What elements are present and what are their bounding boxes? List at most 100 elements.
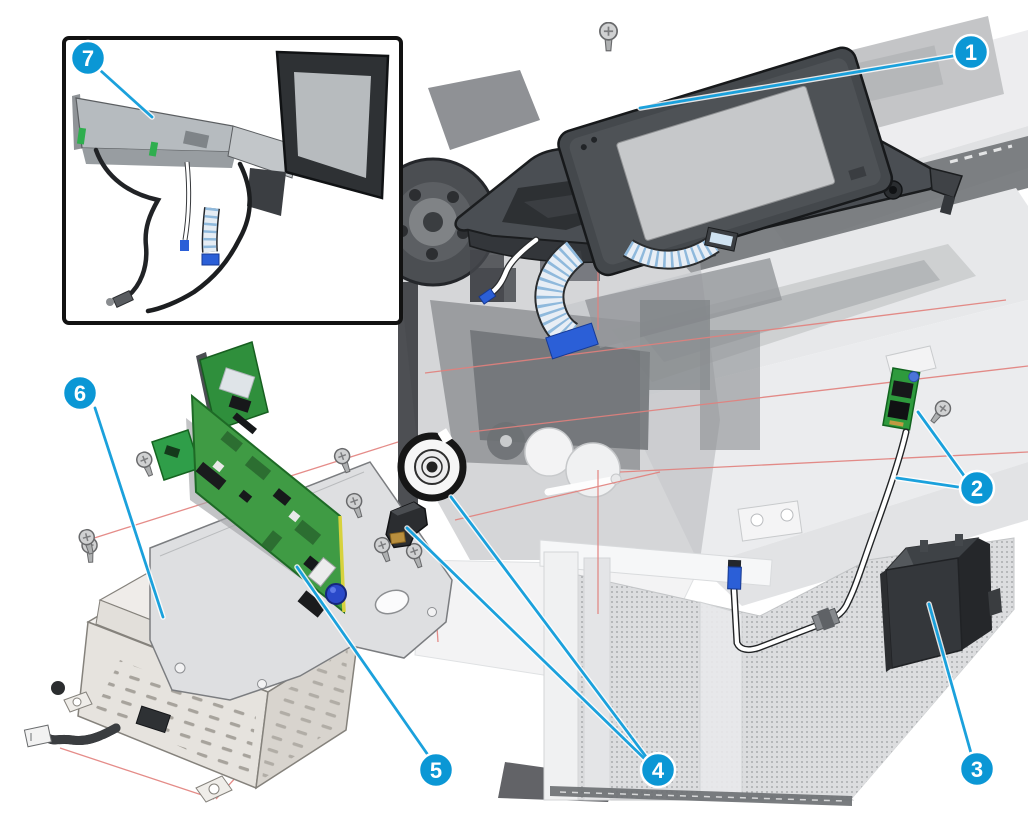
hinge-hole-a xyxy=(750,513,764,527)
box-left-edge xyxy=(880,570,892,672)
touchscreen xyxy=(616,85,836,241)
callout-number-5: 5 xyxy=(430,758,442,783)
callout-circle-1 xyxy=(952,33,990,71)
daughter-sticker xyxy=(218,367,256,399)
callout-number-2: 2 xyxy=(971,476,983,501)
sensor-board-cable xyxy=(727,345,954,654)
inset-ribbon-stripes xyxy=(203,207,219,253)
axle-ghost xyxy=(544,476,616,496)
callout-4-speaker-and-sensor: 4 xyxy=(639,751,677,789)
white-cable-tip xyxy=(478,288,497,305)
tray-wing-hook xyxy=(939,194,956,215)
hinge-hole-b xyxy=(780,508,794,522)
top-left-wedge xyxy=(428,70,540,150)
psu-cable-connector xyxy=(23,724,53,748)
cable-clip-band xyxy=(816,607,836,631)
pca-chips xyxy=(195,412,337,618)
pca-screw-1 xyxy=(135,450,158,478)
psu-tab-hole-b xyxy=(72,697,82,707)
speaker-and-sensor xyxy=(385,428,467,549)
front-panel-cables xyxy=(478,226,739,360)
bracket-hole-a xyxy=(174,662,186,674)
line-sensor xyxy=(385,501,428,549)
speaker-ring-gap xyxy=(437,428,453,444)
ribbon2-clip-inner xyxy=(709,232,733,247)
callout-circle-3 xyxy=(958,750,996,788)
leader-line-2-1 xyxy=(895,476,960,489)
leader-line-4-0 xyxy=(449,495,649,760)
bracket-hole-b xyxy=(257,679,267,689)
inset-cable-b xyxy=(145,161,252,314)
blue-knob-highlight xyxy=(330,587,336,593)
front-panel-assembly xyxy=(454,23,963,360)
psu-cable-braid xyxy=(43,723,121,745)
speaker-ring2 xyxy=(421,456,443,478)
bracket-hole-c xyxy=(427,607,437,617)
callout-circle-5 xyxy=(417,751,455,789)
leader-line-5-0 xyxy=(295,565,430,757)
callout-1-front-panel-display-assembly: 1 xyxy=(952,33,990,71)
box-front-face xyxy=(885,557,963,669)
green-clip-a xyxy=(76,127,87,145)
white-cable xyxy=(487,237,539,297)
panel-screen-unit xyxy=(557,46,894,277)
callout-2-sensor-board-and-cable: 2 xyxy=(958,469,996,507)
front-panel-screw xyxy=(600,23,617,51)
inset-white-cable-tip xyxy=(180,240,189,251)
callout-layer: 1 2 3 4 5 6 7 xyxy=(61,33,996,789)
callout-circle-7 xyxy=(69,39,107,77)
inset-display-bracket xyxy=(247,168,286,216)
inset-front-panel-cover xyxy=(62,36,403,325)
leader-line-7-0 xyxy=(99,69,154,119)
cable-blue-tip xyxy=(727,566,742,590)
cover-right-piece xyxy=(227,125,299,179)
callout-5-main-pca-board: 5 xyxy=(417,751,455,789)
inset-cable-plug xyxy=(112,290,134,308)
green-clip-b xyxy=(148,141,159,157)
callout-circle-4 xyxy=(639,751,677,789)
inset-cable-a xyxy=(93,147,162,299)
psu-vents-right xyxy=(262,648,348,780)
basket-white-edge xyxy=(852,607,1026,808)
mech-block-d xyxy=(700,330,760,450)
tray-hole-inner xyxy=(889,186,897,194)
ribbon-blue-connector xyxy=(545,322,599,360)
inset-white-cable xyxy=(183,161,191,241)
callout-circle-2 xyxy=(958,469,996,507)
blue-knob xyxy=(325,583,347,605)
callout-number-6: 6 xyxy=(74,381,86,406)
callout-3-holder-box: 3 xyxy=(958,750,996,788)
cable-tip-cap xyxy=(727,559,742,569)
pulley-hub xyxy=(500,435,512,447)
top-bar-dashes xyxy=(949,144,1013,164)
ribbon-stripes xyxy=(536,241,584,348)
callout-6-power-supply-unit: 6 xyxy=(61,374,99,412)
sensor-cable xyxy=(731,429,909,652)
callout-circle-6 xyxy=(61,374,99,412)
psu-inline-connector xyxy=(135,705,171,734)
daughter-chip xyxy=(228,395,252,413)
printhead-cage-ghost xyxy=(470,330,650,450)
callout-number-7: 7 xyxy=(82,46,94,71)
callout-number-3: 3 xyxy=(971,757,983,782)
callout-7-front-panel-cover-assembly: 7 xyxy=(69,39,107,77)
inset-plug-tip xyxy=(106,298,114,306)
ribbon2-stripes xyxy=(623,237,719,268)
box-clip-a xyxy=(920,540,928,552)
psu-tab-hole-a xyxy=(208,783,220,795)
box-side-tab xyxy=(988,588,1002,616)
leader-line-2-0 xyxy=(916,410,967,479)
holder-box xyxy=(880,534,1002,672)
box-right-face xyxy=(958,538,992,650)
bracket-oval-hole xyxy=(374,589,410,615)
inset-ribbon xyxy=(203,207,219,253)
cover-notch xyxy=(183,130,210,149)
sensor-board xyxy=(882,367,921,431)
speaker-hub xyxy=(426,461,438,473)
psu-vents-front xyxy=(96,660,256,778)
cover-arm-front xyxy=(82,148,236,168)
leader-line-1-0 xyxy=(638,54,955,110)
leader-line-6-0 xyxy=(93,406,165,619)
callout-number-4: 4 xyxy=(652,758,665,783)
